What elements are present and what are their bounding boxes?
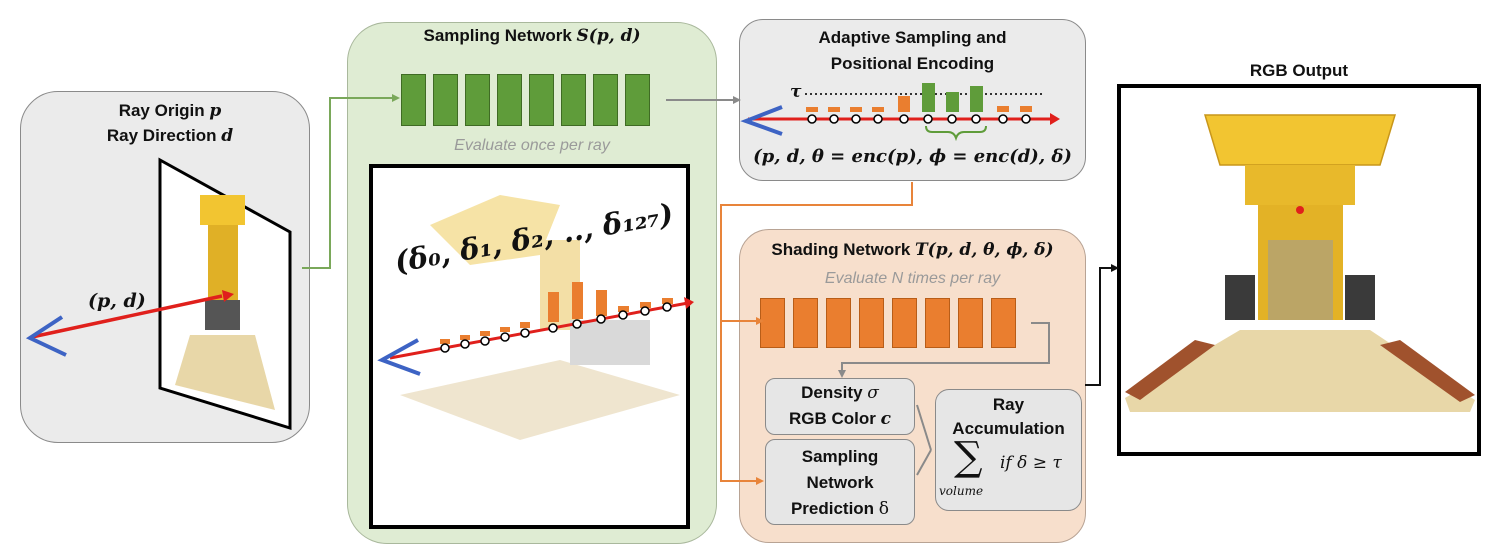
ray-label: (p, d) bbox=[88, 290, 146, 312]
shading-layer-block bbox=[958, 298, 983, 348]
rgb-output-title: RGB Output bbox=[1249, 61, 1349, 80]
adaptive-title-line1: Adaptive Sampling and bbox=[818, 28, 1007, 47]
sum-symbol: ∑ bbox=[954, 434, 983, 480]
ray-origin-label: Ray Origin p bbox=[118, 101, 222, 121]
ray-accumulation-box bbox=[935, 389, 1082, 511]
sampling-layer-block bbox=[625, 74, 650, 126]
encoding-formula: (p, d, θ = enc(p), ϕ = enc(d), δ) bbox=[753, 146, 1072, 167]
shading-layer-block bbox=[892, 298, 917, 348]
ray-direction-label: Ray Direction d bbox=[106, 126, 234, 146]
sampling-layer-block bbox=[529, 74, 554, 126]
sampling-prediction-line2: Network bbox=[806, 473, 874, 492]
shading-layer-block bbox=[991, 298, 1016, 348]
sampling-prediction-box bbox=[765, 439, 915, 525]
sampling-layer-block bbox=[433, 74, 458, 126]
ray-accumulation-line1: Ray bbox=[992, 395, 1025, 414]
sampling-note: Evaluate once per ray bbox=[454, 137, 610, 154]
shading-layer-block bbox=[760, 298, 785, 348]
sampling-layer-block bbox=[561, 74, 586, 126]
rgb-color-label: RGB Color c bbox=[789, 409, 891, 429]
sampling-layer-block bbox=[401, 74, 426, 126]
sampling-network-title: Sampling Network S(p, d) bbox=[423, 26, 641, 46]
shading-network-title: Shading Network T(p, d, θ, ϕ, δ) bbox=[771, 240, 1054, 260]
accumulation-condition: if δ ≥ τ bbox=[1000, 453, 1062, 473]
sampling-layer-block bbox=[465, 74, 490, 126]
ray-accumulation-line2: Accumulation bbox=[952, 419, 1065, 438]
shading-layer-block bbox=[859, 298, 884, 348]
shading-layer-block bbox=[925, 298, 950, 348]
density-label: Density σ bbox=[801, 383, 879, 403]
adaptive-sampling-panel bbox=[739, 19, 1086, 181]
adaptive-title-line2: Positional Encoding bbox=[830, 54, 995, 73]
sampling-layer-block bbox=[497, 74, 522, 126]
sampling-prediction-line3: Prediction δ bbox=[790, 499, 890, 519]
shading-note: Evaluate N times per ray bbox=[824, 270, 1001, 287]
shading-layer-block bbox=[793, 298, 818, 348]
shading-layer-block bbox=[826, 298, 851, 348]
tau-label: τ bbox=[790, 82, 802, 102]
sum-subscript: volume bbox=[939, 484, 984, 498]
density-color-box bbox=[765, 378, 915, 435]
sampling-prediction-line1: Sampling bbox=[801, 447, 879, 466]
sampling-layer-block bbox=[593, 74, 618, 126]
